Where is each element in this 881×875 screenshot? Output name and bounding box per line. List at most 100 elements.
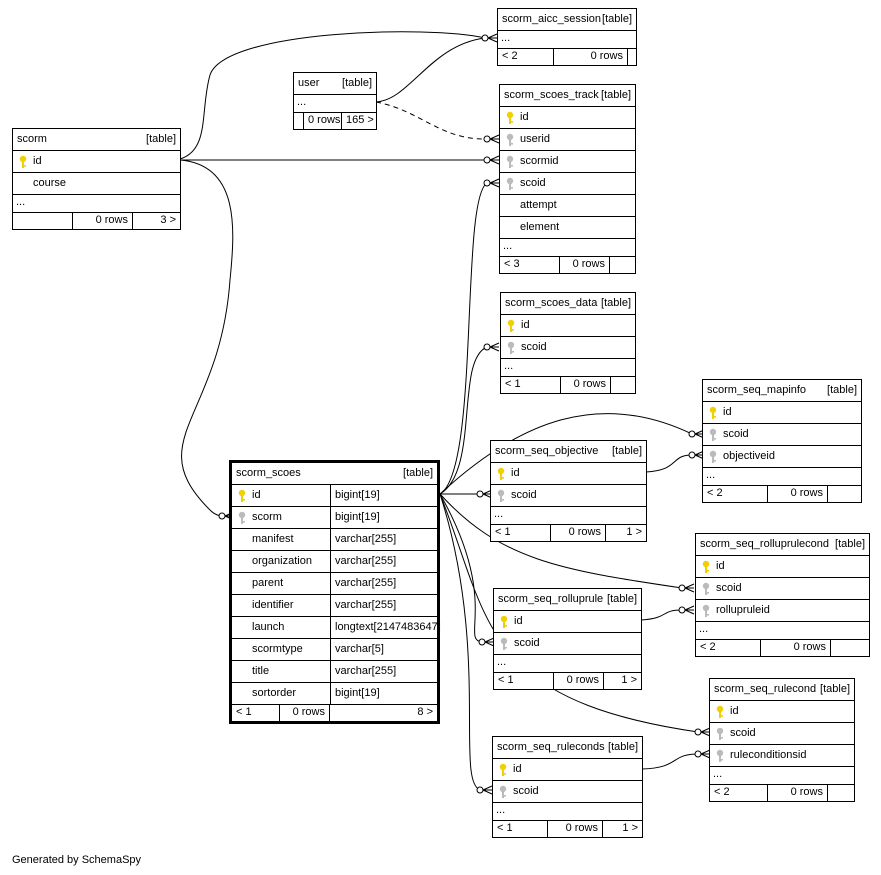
column-row[interactable]: id: [13, 151, 180, 173]
column-row[interactable]: scoid: [494, 633, 641, 655]
children-count[interactable]: 1 >: [626, 526, 642, 538]
table-name[interactable]: scorm_seq_mapinfo: [707, 384, 807, 396]
table-name[interactable]: scorm_scoes_data: [505, 297, 598, 309]
children-count[interactable]: [611, 377, 635, 393]
parents-count[interactable]: < 1: [491, 525, 551, 541]
parents-count[interactable]: < 1: [501, 377, 561, 393]
column-row[interactable]: scoid: [501, 337, 635, 359]
parents-count[interactable]: < 1: [493, 821, 548, 837]
column-name: rollupruleid: [716, 604, 770, 616]
column-row[interactable]: scoid: [491, 485, 646, 507]
column-row[interactable]: scoid: [493, 781, 642, 803]
table-name[interactable]: scorm: [17, 133, 47, 145]
children-count[interactable]: [828, 486, 861, 502]
children-count[interactable]: [828, 785, 854, 801]
many-end-marker: [678, 605, 695, 615]
column-row[interactable]: scoid: [710, 723, 854, 745]
parents-count[interactable]: < 3: [500, 257, 560, 273]
column-row[interactable]: id: [493, 759, 642, 781]
column-name: id: [716, 560, 725, 572]
children-count[interactable]: [628, 49, 636, 65]
parents-count[interactable]: < 2: [696, 640, 761, 656]
table-name[interactable]: scorm_seq_rolluprulecond: [700, 538, 830, 550]
row-count: 0 rows: [304, 113, 342, 129]
many-end-marker: [483, 342, 500, 352]
children-count[interactable]: 165 >: [346, 114, 374, 126]
column-type: longtext[2147483647]: [330, 617, 441, 638]
column-type: varchar[255]: [330, 661, 396, 682]
more-columns-ellipsis: ...: [500, 239, 635, 257]
table-header: scorm_scoes[table]: [232, 463, 437, 485]
column-row[interactable]: scoid: [696, 578, 869, 600]
table-name[interactable]: scorm_seq_rulecond: [714, 683, 817, 695]
parents-count[interactable]: < 2: [703, 486, 768, 502]
table-name[interactable]: scorm_aicc_session: [502, 13, 602, 25]
table-name[interactable]: scorm_scoes_track: [504, 89, 599, 101]
column-row[interactable]: rollupruleid: [696, 600, 869, 622]
children-count[interactable]: 1 >: [621, 674, 637, 686]
column-name: parent: [252, 577, 284, 589]
parents-count[interactable]: < 1: [232, 705, 280, 721]
column-row[interactable]: attempt: [500, 195, 635, 217]
column-row[interactable]: id: [491, 463, 646, 485]
column-row[interactable]: course: [13, 173, 180, 195]
parents-count[interactable]: < 1: [494, 673, 554, 689]
parents-count[interactable]: < 2: [498, 49, 554, 65]
column-name: id: [33, 155, 42, 167]
column-row[interactable]: scoid: [703, 424, 861, 446]
children-count[interactable]: 8 >: [417, 706, 433, 718]
column-row[interactable]: id: [696, 556, 869, 578]
column-row[interactable]: id: [500, 107, 635, 129]
column-row[interactable]: element: [500, 217, 635, 239]
column-row[interactable]: id: [710, 701, 854, 723]
column-row[interactable]: ruleconditionsid: [710, 745, 854, 767]
column-row[interactable]: userid: [500, 129, 635, 151]
column-row[interactable]: scormid: [500, 151, 635, 173]
children-count[interactable]: 1 >: [622, 822, 638, 834]
table-kind: [table]: [146, 133, 176, 145]
children-count[interactable]: [610, 257, 635, 273]
parents-count[interactable]: < 2: [710, 785, 768, 801]
edge-scoes-scoes-data: [439, 346, 488, 495]
column-row[interactable]: objectiveid: [703, 446, 861, 468]
children-count[interactable]: 3 >: [160, 214, 176, 226]
table-kind: [table]: [342, 77, 372, 89]
table-name[interactable]: scorm_seq_objective: [495, 445, 599, 457]
column-row[interactable]: id: [703, 402, 861, 424]
parents-count[interactable]: [294, 113, 304, 129]
table-name[interactable]: scorm_seq_rolluprule: [498, 593, 604, 605]
column-row[interactable]: id: [501, 315, 635, 337]
children-count[interactable]: [831, 640, 869, 656]
table-name[interactable]: scorm_scoes: [236, 467, 301, 479]
column-row[interactable]: id: [494, 611, 641, 633]
table-name[interactable]: scorm_seq_ruleconds: [497, 741, 605, 753]
column-name: scoid: [521, 341, 547, 353]
table-name[interactable]: user: [298, 77, 320, 89]
many-end-marker: [483, 178, 500, 188]
column-row[interactable]: scoid: [500, 173, 635, 195]
parents-count[interactable]: [13, 213, 73, 229]
